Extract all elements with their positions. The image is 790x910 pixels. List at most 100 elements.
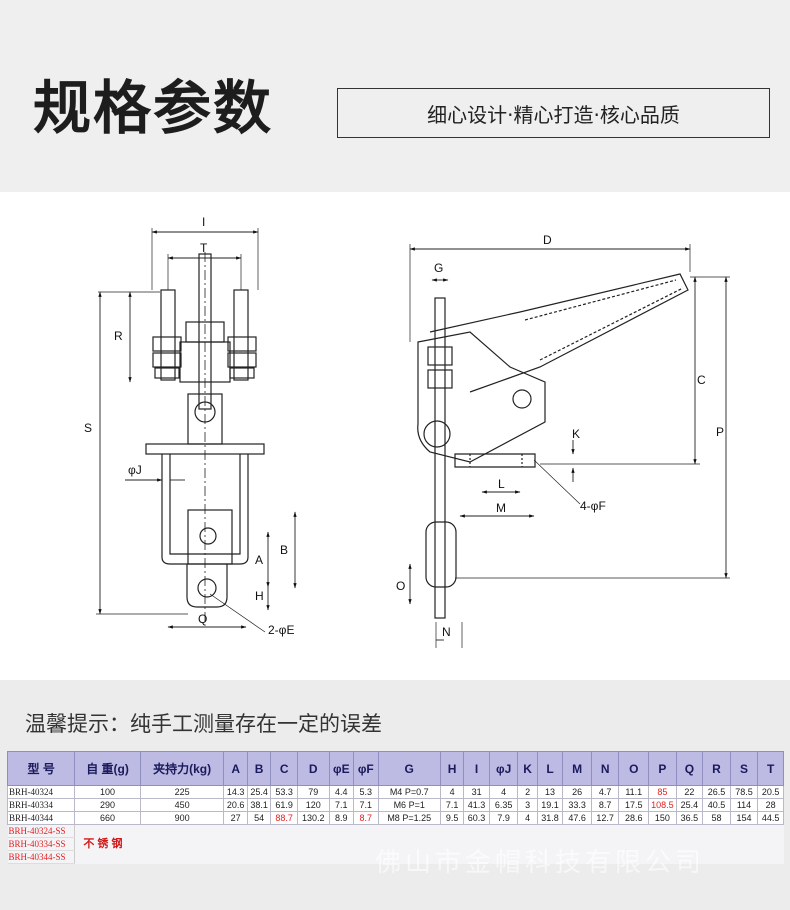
dim-label-l: L (498, 477, 505, 491)
table-header-cell: φE (328, 751, 355, 786)
dim-label-m: M (496, 501, 506, 515)
table-cell: 120 (296, 798, 330, 812)
table-cell: 4.7 (590, 785, 620, 799)
table-cell: 26.5 (702, 785, 731, 799)
front-view (96, 228, 297, 633)
dim-label-f: 4-φF (580, 499, 606, 513)
table-cell: 225 (139, 785, 225, 799)
stainless-model-cell: BRH-40334-SS (7, 837, 76, 851)
table-cell: 130.2 (296, 811, 330, 825)
table-cell: 900 (139, 811, 225, 825)
table-row-stainless: BRH-40334-SS (7, 837, 784, 851)
table-cell: 44.5 (757, 811, 784, 825)
table-cell: 7.1 (328, 798, 355, 812)
table-header-cell: T (757, 751, 784, 786)
dim-label-e: 2-φE (268, 623, 294, 637)
table-cell: 8.7 (590, 798, 620, 812)
table-cell: 4.4 (328, 785, 355, 799)
stainless-label: 不 锈 钢 (83, 837, 123, 850)
table-cell: 40.5 (702, 798, 731, 812)
dim-label-g: G (434, 261, 443, 275)
table-cell: 38.1 (246, 798, 272, 812)
side-view (408, 244, 730, 648)
table-cell: 47.6 (562, 811, 592, 825)
table-cell: 114 (729, 798, 759, 812)
table-header-cell: L (536, 751, 564, 786)
table-cell: 100 (74, 785, 141, 799)
table-cell: 9.5 (439, 811, 465, 825)
dim-label-j: φJ (128, 463, 142, 477)
table-cell: 54 (246, 811, 272, 825)
table-cell: 4 (517, 811, 538, 825)
table-cell: 31.8 (536, 811, 564, 825)
table-cell: 11.1 (618, 785, 650, 799)
table-cell: 85 (648, 785, 677, 799)
front-view-labels: I T R S φJ A B H Q 2-φE (84, 215, 294, 637)
table-cell: 7.9 (488, 811, 519, 825)
measurement-tip: 温馨提示：纯手工测量存在一定的误差 (25, 712, 382, 736)
table-cell: 60.3 (463, 811, 490, 825)
table-cell: 660 (74, 811, 141, 825)
table-header-cell: B (246, 751, 272, 786)
table-cell: 25.4 (675, 798, 704, 812)
table-cell: BRH-40344 (6, 811, 76, 825)
dim-label-t: T (200, 241, 208, 255)
table-cell: 450 (139, 798, 225, 812)
table-cell: 8.7 (353, 811, 379, 825)
table-cell: 4 (488, 785, 519, 799)
header-banner: 规格参数 细心设计·精心打造·核心品质 (0, 0, 790, 192)
table-header-cell: G (377, 751, 441, 786)
table-cell: 31 (463, 785, 490, 799)
page-title: 规格参数 (33, 74, 274, 142)
company-watermark: 佛山市金帽科技有限公司 (375, 848, 706, 878)
table-header-cell: 型 号 (6, 751, 76, 786)
table-cell: M4 P=0.7 (377, 785, 441, 799)
table-cell: 150 (648, 811, 677, 825)
dim-label-d: D (543, 233, 552, 247)
table-cell: 88.7 (270, 811, 298, 825)
table-cell: 7.1 (439, 798, 465, 812)
dim-label-k: K (572, 427, 580, 441)
table-cell: M8 P=1.25 (377, 811, 441, 825)
technical-drawing: I T R S φJ A B H Q 2-φE (0, 192, 790, 680)
dim-label-b: B (280, 543, 288, 557)
table-cell: 154 (729, 811, 759, 825)
table-header-cell: O (618, 751, 650, 786)
table-header-cell: Q (675, 751, 704, 786)
table-header-cell: M (562, 751, 592, 786)
table-header-cell: K (517, 751, 538, 786)
table-row-stainless: BRH-40344-SS (7, 850, 784, 864)
table-cell: 20.5 (757, 785, 784, 799)
table-cell: 14.3 (223, 785, 248, 799)
table-header-cell: H (439, 751, 465, 786)
table-cell: 26 (562, 785, 592, 799)
table-cell: 36.5 (675, 811, 704, 825)
dim-label-h: H (255, 589, 264, 603)
slogan-text: 细心设计·精心打造·核心品质 (427, 102, 680, 127)
table-cell: 27 (223, 811, 248, 825)
table-cell: 22 (675, 785, 704, 799)
table-cell: 41.3 (463, 798, 490, 812)
table-cell: 108.5 (648, 798, 677, 812)
table-cell: 33.3 (562, 798, 592, 812)
table-header-cell: N (590, 751, 620, 786)
table-cell: 4 (439, 785, 465, 799)
table-cell: BRH-40334 (6, 798, 76, 812)
dim-label-p: P (716, 425, 724, 439)
table-cell: 17.5 (618, 798, 650, 812)
table-header-cell: φF (353, 751, 379, 786)
table-cell: 8.9 (328, 811, 355, 825)
table-cell: 20.6 (223, 798, 248, 812)
slogan-box: 细心设计·精心打造·核心品质 (337, 88, 770, 138)
dim-label-o: O (396, 579, 405, 593)
table-cell: 25.4 (246, 785, 272, 799)
dim-label-r: R (114, 329, 123, 343)
table-header-cell: I (463, 751, 490, 786)
table-cell: 3 (517, 798, 538, 812)
